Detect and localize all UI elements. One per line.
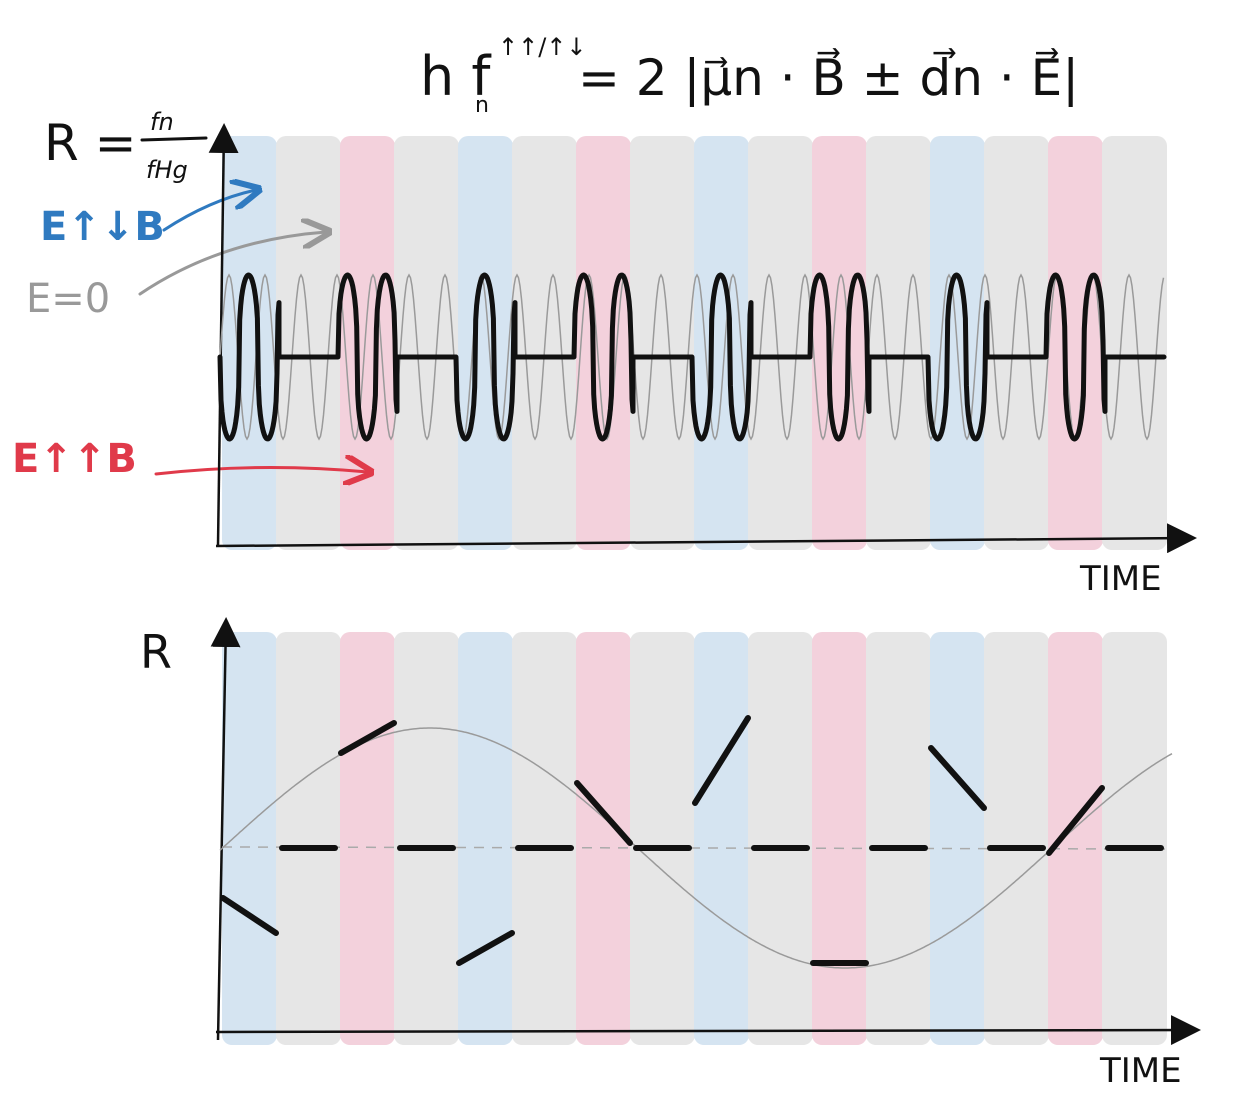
legend: E↑↓B E=0 E↑↑B (12, 190, 368, 482)
bottom-x-label: TIME (1099, 1051, 1182, 1091)
legend-parallel-arrow (154, 467, 368, 474)
ratio-segment (692, 715, 751, 806)
legend-anti-parallel-arrow (162, 190, 256, 232)
band-zero (1102, 632, 1167, 1045)
band-anti-parallel (930, 632, 985, 1045)
band-anti-parallel (458, 632, 513, 1045)
bottom-field-bands (222, 632, 1167, 1045)
ratio-segment (928, 745, 987, 811)
band-zero (1102, 136, 1167, 550)
band-parallel (576, 136, 631, 550)
ratio-fraction-bar (140, 136, 208, 142)
band-zero (866, 632, 931, 1045)
band-zero (866, 136, 931, 550)
band-anti-parallel (694, 632, 749, 1045)
measured-oscillation (217, 272, 1167, 442)
band-anti-parallel (694, 136, 749, 550)
legend-parallel-label: E↑↑B (12, 436, 137, 482)
band-anti-parallel (222, 136, 277, 550)
bottom-x-axis (215, 1015, 1201, 1046)
band-anti-parallel (458, 136, 513, 550)
ratio-segment (456, 930, 515, 966)
ratio-segment (1046, 785, 1105, 856)
band-parallel (340, 136, 395, 550)
band-zero (394, 136, 459, 550)
band-zero (630, 136, 695, 550)
slow-drift-curve (219, 727, 1173, 969)
equation-lhs: h f (420, 45, 492, 108)
equation-superscript: ↑↑/↑↓ (498, 33, 587, 61)
band-zero (748, 136, 813, 550)
band-parallel (340, 632, 395, 1045)
band-zero (984, 632, 1049, 1045)
equation-subscript: n (475, 93, 489, 118)
ratio-denominator: fHg (146, 156, 188, 184)
band-anti-parallel (222, 632, 277, 1045)
ratio-baseline (221, 846, 1166, 850)
ratio-segment (574, 780, 633, 846)
ratio-segment (338, 720, 397, 756)
band-parallel (812, 136, 867, 550)
bottom-axes: R TIME (140, 617, 1201, 1091)
equation: h f n ↑↑/↑↓ = 2 |μ⃗n · B⃗ ± d⃗n · E⃗| (420, 33, 1079, 118)
ratio-segments (220, 715, 1164, 966)
bottom-y-label: R (140, 625, 172, 679)
band-zero (984, 136, 1049, 550)
band-parallel (1048, 136, 1103, 550)
ratio-lhs: R = (44, 114, 137, 172)
ratio-numerator: fn (150, 108, 174, 136)
top-x-label: TIME (1079, 559, 1162, 599)
band-zero (630, 632, 695, 1045)
bottom-y-axis (210, 617, 241, 1041)
band-zero (276, 632, 341, 1045)
band-parallel (576, 632, 631, 1045)
ratio-segment (220, 895, 279, 936)
band-zero (748, 632, 813, 1045)
top-field-bands (222, 136, 1167, 550)
legend-anti-parallel-label: E↑↓B (40, 204, 165, 250)
ratio-definition: R = fn fHg (44, 108, 208, 184)
top-x-axis (215, 523, 1197, 554)
band-parallel (812, 632, 867, 1045)
legend-zero-field-arrow (138, 232, 326, 296)
equation-rhs: = 2 |μ⃗n · B⃗ ± d⃗n · E⃗| (578, 48, 1079, 107)
band-parallel (1048, 632, 1103, 1045)
band-zero (512, 632, 577, 1045)
band-zero (394, 632, 459, 1045)
legend-zero-field-label: E=0 (26, 276, 110, 322)
